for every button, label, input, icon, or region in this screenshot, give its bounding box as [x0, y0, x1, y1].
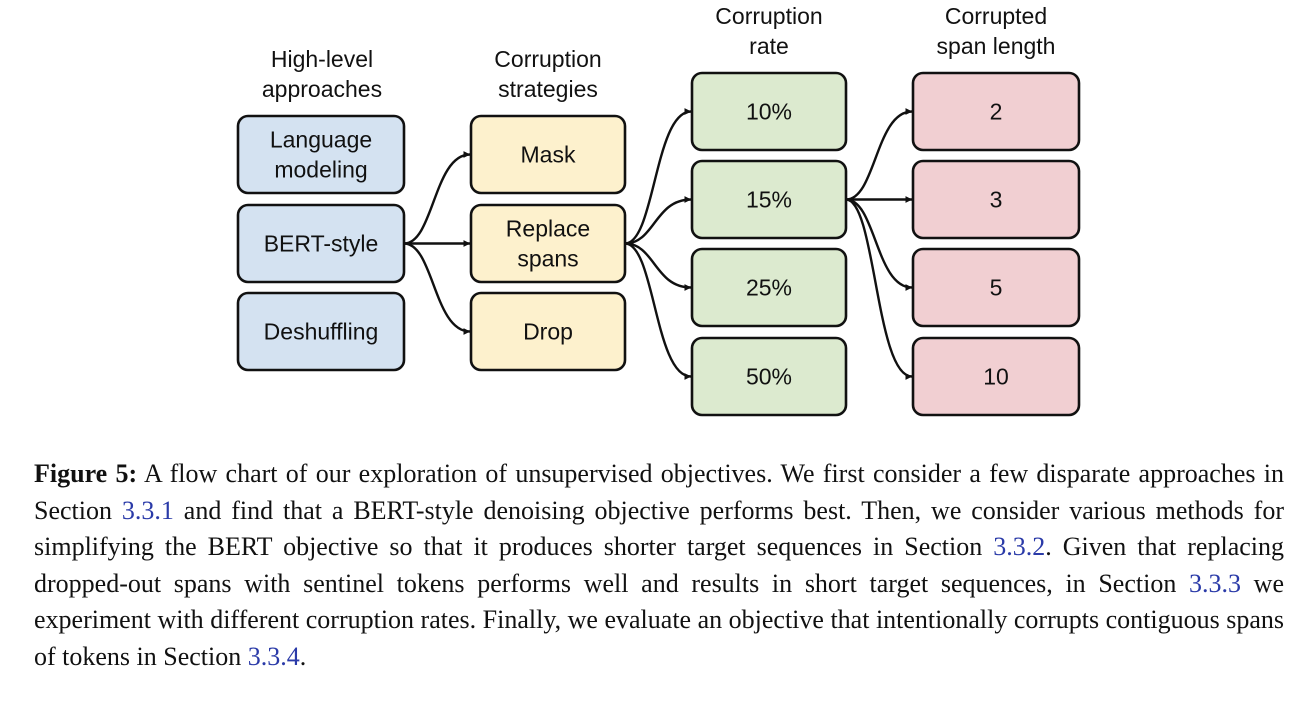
arrow-replace-to-r10 — [624, 108, 692, 245]
box-drop-label: Drop — [523, 319, 573, 345]
box-r10: 10% — [690, 71, 848, 152]
box-r10-shape — [690, 71, 848, 152]
column-header-approaches: approaches — [262, 76, 382, 102]
caption-text: . — [299, 641, 307, 671]
box-mask: Mask — [469, 114, 627, 195]
box-replace-label: Replace — [506, 216, 590, 242]
section-link-3-3-4[interactable]: 3.3.4 — [247, 641, 300, 671]
box-deshuffle: Deshuffling — [236, 291, 406, 372]
flow-chart: High-level approaches Corruption strategies… — [236, 3, 1081, 417]
box-r50-shape — [690, 336, 848, 417]
arrow-replace-to-r15 — [624, 196, 692, 245]
figure-caption: Figure 5: A flow chart of our exploratio… — [34, 456, 1284, 676]
caption-text: and find that a BERT-style denoising obj… — [34, 495, 1284, 562]
box-s3: 3 — [911, 159, 1081, 240]
box-lm-label: Language — [270, 127, 372, 153]
box-s3-label: 3 — [990, 187, 1003, 213]
caption-text: A flow chart of our exploration of unsup… — [34, 459, 1284, 525]
box-bert-label: BERT-style — [264, 231, 379, 257]
box-s10-shape — [911, 336, 1081, 417]
box-lm-shape — [236, 114, 406, 195]
column-header-strategies: Corruption — [494, 46, 601, 72]
box-s5-shape — [911, 247, 1081, 328]
caption-text: we experiment with different corruption … — [34, 568, 1284, 671]
box-s5-label: 5 — [990, 275, 1003, 301]
box-bert-shape — [236, 203, 406, 284]
box-r15-shape — [690, 159, 848, 240]
box-s3-shape — [911, 159, 1081, 240]
column-header-strategies: strategies — [498, 76, 598, 102]
box-r50: 50% — [690, 336, 848, 417]
column-header-approaches: High-level — [271, 46, 373, 72]
box-deshuffle-label: Deshuffling — [264, 319, 379, 345]
box-drop: Drop — [469, 291, 627, 372]
caption-text: . Given that replacing dropped-out spans… — [34, 532, 1284, 598]
box-r25-shape — [690, 247, 848, 328]
box-s2-shape — [911, 71, 1081, 152]
box-r25-label: 25% — [746, 275, 792, 301]
box-replace: Replace spans — [469, 203, 627, 284]
box-s10-label: 10 — [983, 364, 1009, 390]
box-r10-label: 10% — [746, 99, 792, 125]
arrow-r15-to-s10 — [845, 198, 913, 380]
box-mask-shape — [469, 114, 627, 195]
arrow-bert-to-drop — [403, 242, 471, 335]
section-link-3-3-2[interactable]: 3.3.2 — [993, 532, 1046, 562]
box-s2-label: 2 — [990, 99, 1003, 125]
figure-label: Figure 5: — [34, 459, 138, 488]
arrow-replace-to-r25 — [624, 242, 692, 291]
box-r15: 15% — [690, 159, 848, 240]
column-header-spans: Corrupted — [945, 3, 1047, 29]
box-r15-label: 15% — [746, 187, 792, 213]
column-header-spans: span length — [937, 33, 1056, 59]
section-link-3-3-1[interactable]: 3.3.1 — [121, 495, 174, 525]
box-drop-shape — [469, 291, 627, 372]
arrow-bert-to-mask — [403, 151, 471, 245]
column-header-rates: rate — [749, 33, 789, 59]
box-deshuffle-shape — [236, 291, 406, 372]
box-s10: 10 — [911, 336, 1081, 417]
box-r25: 25% — [690, 247, 848, 328]
arrow-replace-to-r50 — [624, 242, 692, 380]
box-s5: 5 — [911, 247, 1081, 328]
box-s2: 2 — [911, 71, 1081, 152]
box-mask-label: Mask — [521, 142, 576, 168]
section-link-3-3-3[interactable]: 3.3.3 — [1189, 568, 1241, 598]
box-lm-label: modeling — [274, 157, 367, 183]
box-replace-shape — [469, 203, 627, 284]
box-lm: Language modeling — [236, 114, 406, 195]
arrow-r15-to-s2 — [845, 108, 913, 201]
box-r50-label: 50% — [746, 364, 792, 390]
column-header-rates: Corruption — [715, 3, 822, 29]
box-bert: BERT-style — [236, 203, 406, 284]
arrow-r15-to-s5 — [845, 198, 913, 291]
box-replace-label: spans — [517, 246, 578, 272]
flow-arrows — [403, 108, 913, 380]
column-headers: High-level approaches Corruption strategies… — [262, 3, 1056, 102]
